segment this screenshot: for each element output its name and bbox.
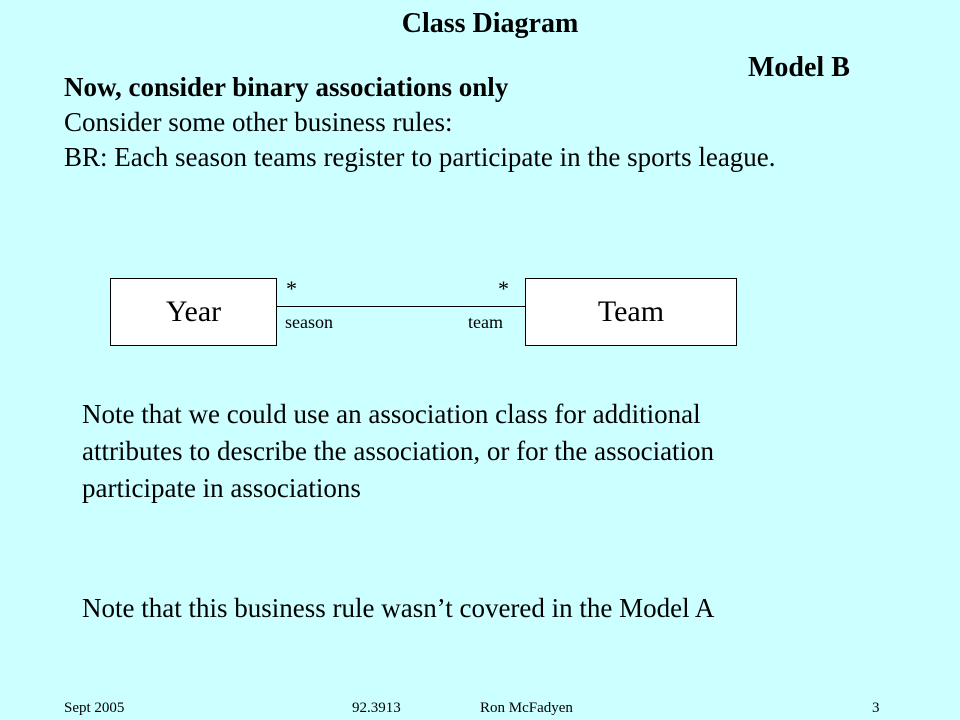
intro-heading: Now, consider binary associations only <box>64 72 509 102</box>
association-line <box>276 306 526 307</box>
class-box-team: Team <box>525 278 737 346</box>
class-box-year: Year <box>110 278 277 346</box>
note-association-class: Note that we could use an association cl… <box>82 396 714 507</box>
role-season: season <box>285 312 333 332</box>
footer-page-number: 3 <box>872 700 880 716</box>
footer-author: Ron McFadyen <box>480 700 573 716</box>
note1-line-3: participate in associations <box>82 473 361 503</box>
intro-text: Now, consider binary associations only C… <box>64 70 776 175</box>
intro-business-rule: BR: Each season teams register to partic… <box>64 142 776 172</box>
footer-date: Sept 2005 <box>64 700 125 716</box>
note-model-a: Note that this business rule wasn’t cove… <box>82 593 715 623</box>
footer-course: 92.3913 <box>352 700 401 716</box>
model-label: Model B <box>748 52 850 83</box>
multiplicity-team: * <box>498 276 509 301</box>
intro-line-2: Consider some other business rules: <box>64 107 453 137</box>
class-name-team: Team <box>597 295 665 328</box>
role-team: team <box>468 312 503 332</box>
note1-line-1: Note that we could use an association cl… <box>82 399 701 429</box>
class-name-year: Year <box>165 295 222 328</box>
slide-title: Class Diagram <box>401 8 579 39</box>
multiplicity-season: * <box>286 276 297 301</box>
note1-line-2: attributes to describe the association, … <box>82 436 715 466</box>
